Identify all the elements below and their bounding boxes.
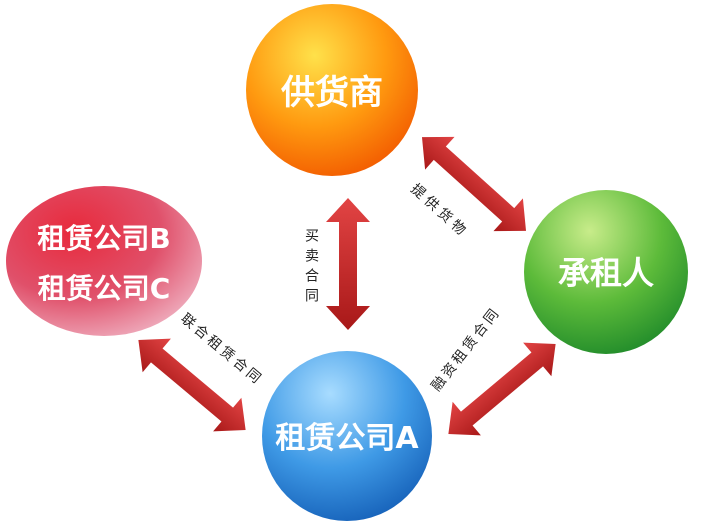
arrow-company-a-lessee (448, 342, 556, 436)
arrow-supplier-lessee (421, 136, 527, 232)
node-supplier: 供货商 (246, 4, 418, 176)
node-lessee: 承租人 (524, 190, 688, 354)
node-supplier-label: 供货商 (280, 73, 383, 113)
node-company-bc-label-line1: 租赁公司B (37, 222, 170, 255)
node-company-bc-label-line2: 租赁公司C (38, 272, 171, 305)
node-lessee-label: 承租人 (558, 254, 654, 292)
node-company-a: 租赁公司A (262, 351, 432, 521)
node-company-bc: 租赁公司B 租赁公司C (6, 186, 202, 336)
node-company-a-label: 租赁公司A (275, 421, 419, 456)
arrow-company-bc-company-a (138, 338, 246, 432)
edge-label-supplier-lessee: 提供货物 (407, 180, 472, 241)
edge-label-company-a-lessee: 融资租赁合同 (429, 304, 504, 394)
edge-label-supplier-company-a: 买卖合同 (303, 228, 319, 308)
arrow-supplier-company-a (326, 198, 370, 330)
